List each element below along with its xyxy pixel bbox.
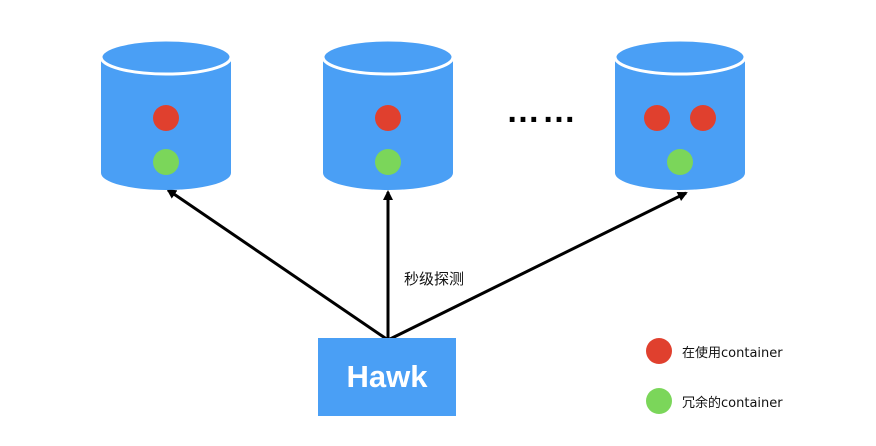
- in-use-container-dot: [153, 105, 179, 131]
- redundant-container-dot: [667, 149, 693, 175]
- legend-label-in-use: 在使用container: [682, 345, 783, 361]
- legend-label-redundant: 冗余的container: [682, 395, 783, 411]
- more-hosts-ellipsis: ……: [506, 92, 578, 130]
- host-cylinder-3: [613, 38, 747, 190]
- legend-item-redundant: 冗余的container: [646, 388, 783, 414]
- host-cylinder-1: [99, 38, 233, 190]
- redundant-container-dot: [153, 149, 179, 175]
- redundant-dot-icon: [646, 388, 672, 414]
- cylinder-top: [99, 38, 233, 76]
- probe-arrow-3: [387, 191, 688, 342]
- hosts-group: [99, 38, 747, 190]
- in-use-container-dot: [690, 105, 716, 131]
- redundant-container-dot: [375, 149, 401, 175]
- in-use-container-dot: [644, 105, 670, 131]
- cylinder-top: [321, 38, 455, 76]
- cylinder-body: [615, 57, 745, 190]
- in-use-container-dot: [375, 105, 401, 131]
- probe-edge-label: 秒级探测: [404, 270, 465, 288]
- cylinder-top: [613, 38, 747, 76]
- arrows-group: [166, 188, 688, 342]
- legend-item-in-use: 在使用container: [646, 338, 783, 364]
- host-cylinder-2: [321, 38, 455, 190]
- in-use-dot-icon: [646, 338, 672, 364]
- hawk-box: Hawk: [318, 338, 456, 416]
- probe-arrow-1: [166, 188, 389, 342]
- hawk-label: Hawk: [346, 359, 428, 394]
